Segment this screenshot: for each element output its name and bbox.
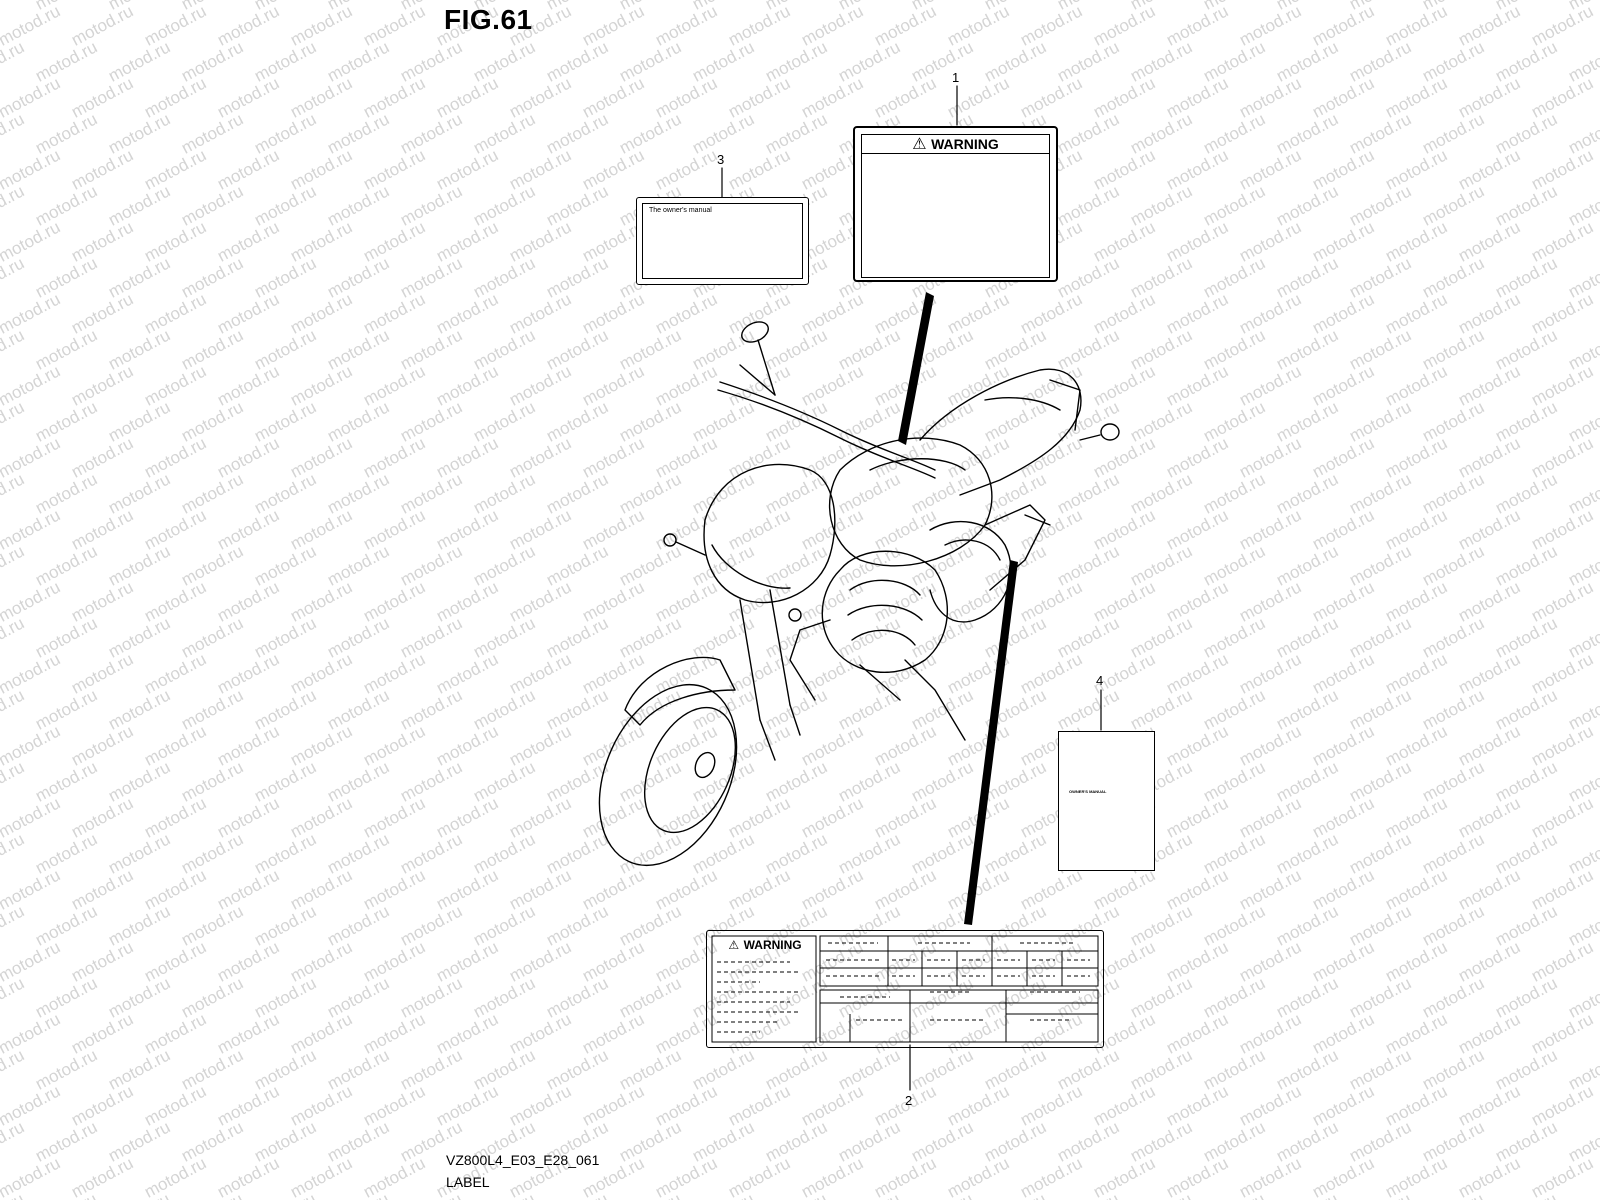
label-1-warning-text: WARNING [931,136,999,152]
label-1-warning: ⚠ WARNING [853,126,1058,282]
label-4-manual-card: OWNER'S MANUAL [1058,731,1155,871]
label-3-heading: The owner's manual [649,207,712,214]
figure-code: VZ800L4_E03_E28_061 [446,1152,600,1168]
warning-triangle-icon: ⚠ [912,136,927,153]
label-2-tire-warning: ⚠ WARNING [706,930,1104,1048]
label-1-header: ⚠ WARNING [862,135,1049,154]
figure-caption: LABEL [446,1174,490,1190]
figure-title: FIG.61 [444,4,533,35]
label-2-warning-text: WARNING [743,938,802,952]
label-3-owners-manual: The owner's manual [636,197,809,285]
motorcycle-drawing [598,321,1120,867]
label-2-header: ⚠ WARNING [713,937,817,953]
callout-3: 3 [717,152,725,167]
callout-4: 4 [1096,673,1104,688]
callout-1: 1 [952,70,960,85]
callout-2: 2 [905,1093,913,1108]
label-4-heading: OWNER'S MANUAL [1069,789,1107,794]
warning-triangle-icon: ⚠ [728,938,740,952]
